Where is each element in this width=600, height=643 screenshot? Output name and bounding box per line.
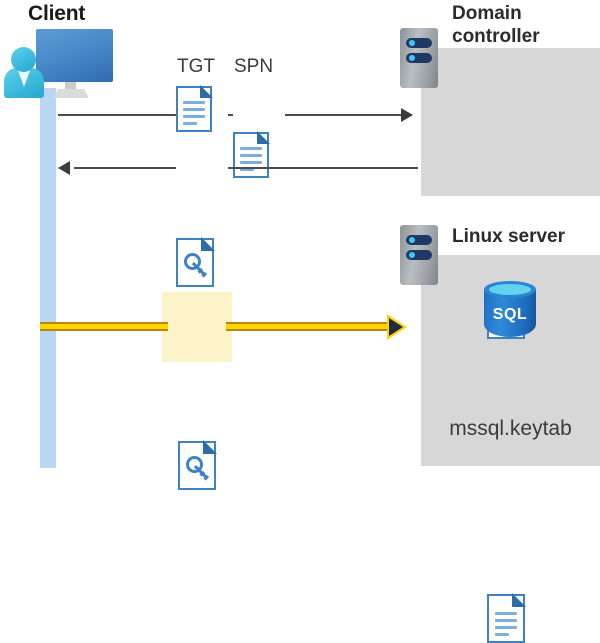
client-title: Client <box>28 2 86 25</box>
flow-ticket-line-left <box>74 167 176 169</box>
linux-server-title: Linux server <box>452 226 565 247</box>
keytab-highlight-box <box>162 292 232 362</box>
client-icon <box>0 0 130 105</box>
flow-keytab-line-right <box>226 322 394 331</box>
monitor-neck-icon <box>65 82 76 92</box>
domain-controller-server-icon <box>400 28 438 88</box>
monitor-base-icon <box>53 89 89 98</box>
linux-server-rack-icon <box>400 225 438 285</box>
flow-ticket-arrowhead <box>58 161 70 175</box>
keytab-document-icon <box>487 593 526 643</box>
flow-keytab-line-left <box>40 322 168 331</box>
keytab-key-document-icon <box>178 440 217 490</box>
spn-label: SPN <box>234 56 274 77</box>
flow-ticket-line-right <box>228 167 418 169</box>
flow-keytab-arrowhead <box>389 318 403 336</box>
tgt-label: TGT <box>177 56 215 77</box>
monitor-screen-icon <box>36 29 113 82</box>
flow-request-line-mid <box>228 114 233 116</box>
domain-controller-panel <box>421 48 600 196</box>
tgt-document-icon <box>176 85 213 132</box>
flow-request-line-left <box>58 114 176 116</box>
keytab-filename-label: mssql.keytab <box>449 417 572 440</box>
domain-controller-title: Domain controller <box>452 3 540 47</box>
spn-document-icon <box>233 131 270 178</box>
client-lifeline-bar <box>40 88 56 468</box>
flow-request-arrowhead <box>401 108 413 122</box>
sql-database-icon: SQL <box>484 281 536 339</box>
sql-icon-label: SQL <box>492 306 528 323</box>
flow-request-line-right <box>285 114 403 116</box>
user-head-icon <box>11 47 36 72</box>
service-ticket-key-document-icon <box>176 237 215 287</box>
